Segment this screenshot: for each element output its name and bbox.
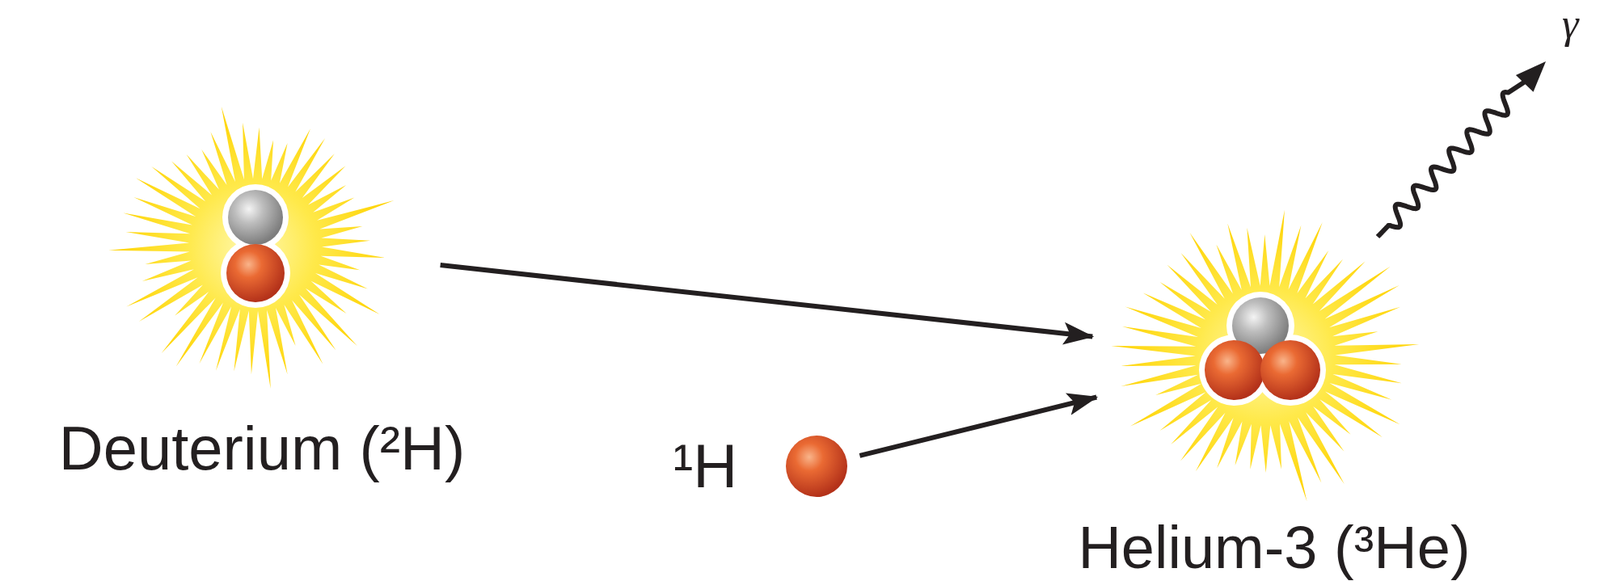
energy-starburst xyxy=(108,106,394,389)
gamma-ray-symbol xyxy=(1377,61,1546,237)
particle-node: ¹H xyxy=(630,420,874,514)
particle-label: Helium-3 (³He) xyxy=(1077,518,1470,579)
proton-sphere xyxy=(785,435,848,498)
particle-node: Deuterium (²H) xyxy=(0,80,534,502)
gamma-arrowhead xyxy=(1515,61,1546,93)
reaction-arrow xyxy=(440,265,1094,337)
gamma-label: γ xyxy=(1562,3,1579,46)
proton-sphere xyxy=(1260,340,1321,401)
energy-starburst xyxy=(1110,210,1419,502)
sphere-outline xyxy=(220,238,291,309)
reaction-arrow xyxy=(859,397,1097,456)
proton-sphere xyxy=(1204,340,1265,401)
neutron-sphere xyxy=(227,189,283,245)
gamma-wave xyxy=(1377,79,1529,237)
particle-label: ¹H xyxy=(672,435,738,498)
proton-sphere xyxy=(226,244,285,303)
particle-node: Helium-3 (³He) xyxy=(994,177,1561,581)
particle-shape xyxy=(630,420,874,514)
particle-label: Deuterium (²H) xyxy=(59,417,466,480)
sphere-outline xyxy=(222,184,289,251)
